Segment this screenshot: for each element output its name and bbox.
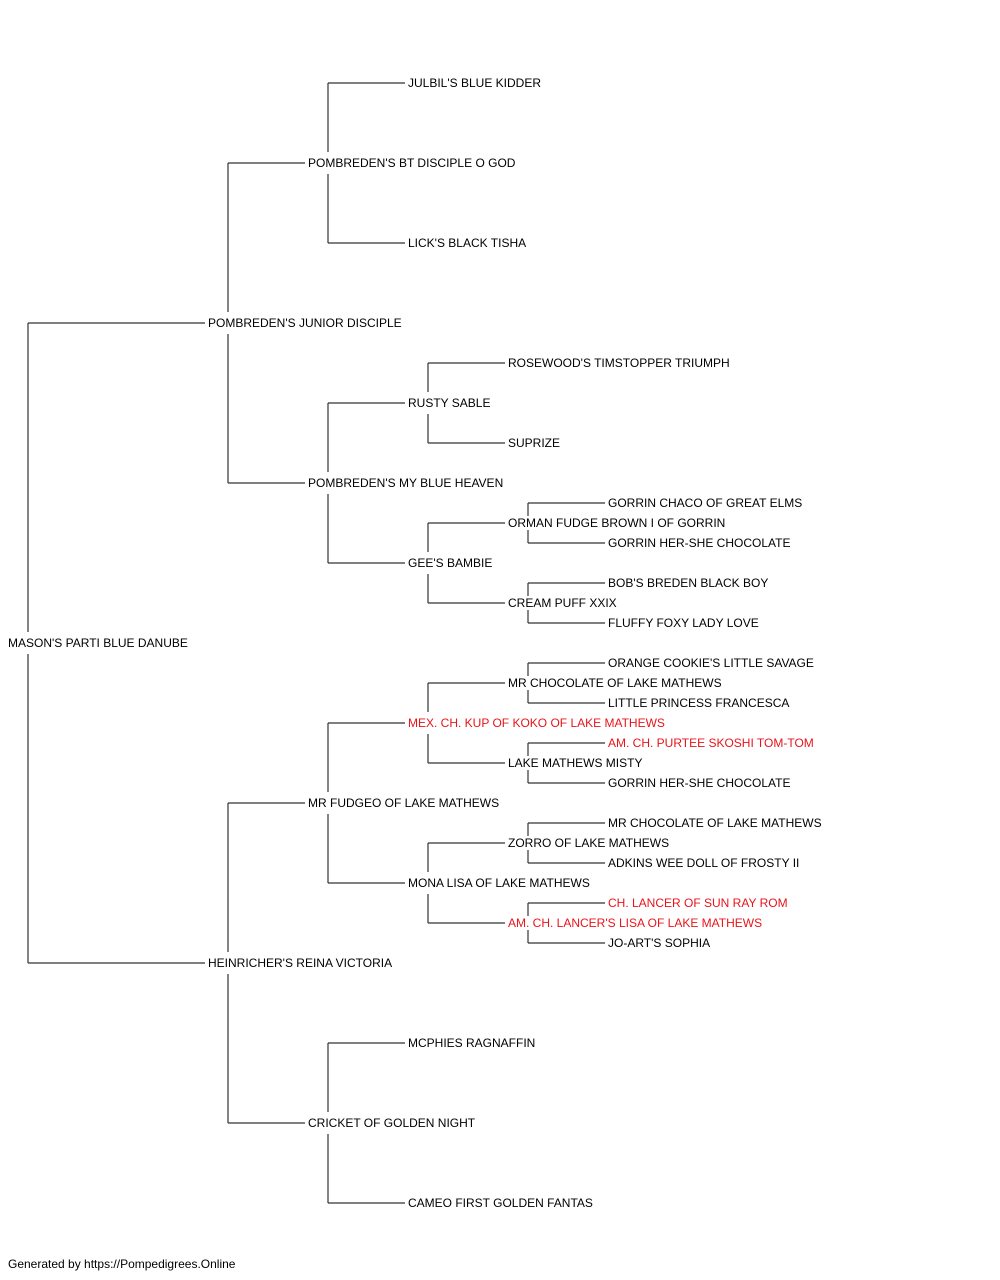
ancestor-name: LITTLE PRINCESS FRANCESCA: [608, 696, 790, 710]
generated-by-footer: Generated by https://Pompedigrees.Online: [8, 1257, 236, 1271]
ancestor-name: POMBREDEN'S MY BLUE HEAVEN: [308, 476, 504, 490]
ancestor-name: ROSEWOOD'S TIMSTOPPER TRIUMPH: [508, 356, 730, 370]
ancestor-name: POMBREDEN'S JUNIOR DISCIPLE: [208, 316, 402, 330]
ancestor-name: AM. CH. PURTEE SKOSHI TOM-TOM: [608, 736, 814, 750]
ancestor-name: GEE'S BAMBIE: [408, 556, 493, 570]
ancestor-name: ORANGE COOKIE'S LITTLE SAVAGE: [608, 656, 814, 670]
subject-dog-name: MASON'S PARTI BLUE DANUBE: [8, 636, 188, 650]
ancestor-name: ZORRO OF LAKE MATHEWS: [508, 836, 670, 850]
ancestor-name: CH. LANCER OF SUN RAY ROM: [608, 896, 788, 910]
ancestor-name: MEX. CH. KUP OF KOKO OF LAKE MATHEWS: [408, 716, 665, 730]
ancestor-name: ORMAN FUDGE BROWN I OF GORRIN: [508, 516, 726, 530]
ancestor-name: LAKE MATHEWS MISTY: [508, 756, 643, 770]
ancestor-name: ADKINS WEE DOLL OF FROSTY II: [608, 856, 800, 870]
ancestor-name: JO-ART'S SOPHIA: [608, 936, 711, 950]
ancestor-name: CAMEO FIRST GOLDEN FANTAS: [408, 1196, 593, 1210]
ancestor-name: HEINRICHER'S REINA VICTORIA: [208, 956, 393, 970]
ancestor-name: GORRIN HER-SHE CHOCOLATE: [608, 776, 791, 790]
ancestor-name: AM. CH. LANCER'S LISA OF LAKE MATHEWS: [508, 916, 763, 930]
ancestor-name: CREAM PUFF XXIX: [508, 596, 617, 610]
ancestor-name: GORRIN CHACO OF GREAT ELMS: [608, 496, 803, 510]
ancestor-name: POMBREDEN'S BT DISCIPLE O GOD: [308, 156, 516, 170]
ancestor-name: BOB'S BREDEN BLACK BOY: [608, 576, 769, 590]
ancestor-name: GORRIN HER-SHE CHOCOLATE: [608, 536, 791, 550]
ancestor-name: RUSTY SABLE: [408, 396, 491, 410]
ancestor-name: MR CHOCOLATE OF LAKE MATHEWS: [508, 676, 722, 690]
ancestor-name: SUPRIZE: [508, 436, 561, 450]
ancestor-name: MR CHOCOLATE OF LAKE MATHEWS: [608, 816, 822, 830]
ancestor-name: FLUFFY FOXY LADY LOVE: [608, 616, 759, 630]
ancestor-name: LICK'S BLACK TISHA: [408, 236, 527, 250]
ancestor-name: MR FUDGEO OF LAKE MATHEWS: [308, 796, 500, 810]
ancestor-name: CRICKET OF GOLDEN NIGHT: [308, 1116, 476, 1130]
ancestor-name: MONA LISA OF LAKE MATHEWS: [408, 876, 590, 890]
ancestor-name: JULBIL'S BLUE KIDDER: [408, 76, 542, 90]
ancestor-name: MCPHIES RAGNAFFIN: [408, 1036, 536, 1050]
